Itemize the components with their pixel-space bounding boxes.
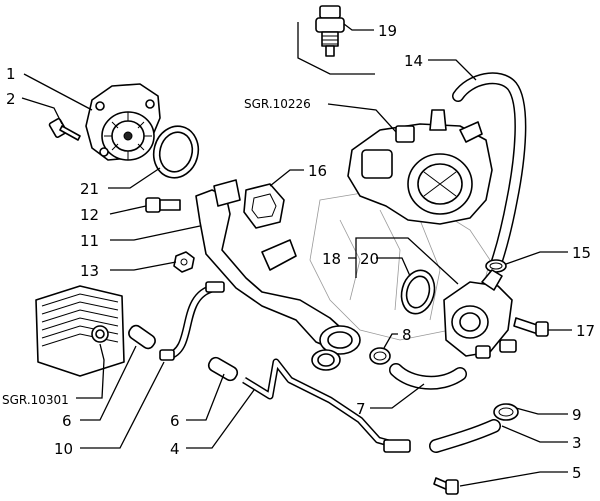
label-part-1: 1 — [6, 65, 16, 83]
label-part-5: 5 — [572, 464, 582, 482]
label-part-2: 2 — [6, 90, 16, 108]
hose-part-3 — [429, 419, 501, 453]
label-part-19: 19 — [378, 22, 397, 40]
label-part-11: 11 — [80, 232, 99, 250]
label-part-4: 4 — [170, 440, 180, 458]
label-part-3: 3 — [572, 434, 582, 452]
ref-sgr-10226: SGR.10226 — [244, 97, 311, 111]
label-part-12: 12 — [80, 206, 99, 224]
thermostat-housing-part-18 — [443, 269, 517, 359]
coolant-pipe-part-4 — [242, 358, 411, 453]
pump-gasket-part-21 — [152, 125, 200, 179]
label-part-14: 14 — [404, 52, 423, 70]
label-part-9: 9 — [572, 406, 582, 424]
label-part-18: 18 — [322, 250, 341, 268]
sleeve-part-6-left — [128, 324, 156, 350]
hose-clamp-part-8 — [369, 347, 391, 365]
hose-part-7 — [389, 363, 467, 390]
label-part-17: 17 — [576, 322, 595, 340]
leader-lines — [21, 23, 572, 487]
callout-labels: 1 2 21 12 11 13 16 19 14 SGR.10226 15 18… — [2, 22, 595, 482]
label-part-21: 21 — [80, 180, 99, 198]
bolt-part-17 — [513, 317, 549, 337]
o-ring-part-20 — [400, 269, 436, 315]
sleeve-part-6-right — [207, 356, 239, 382]
label-part-7: 7 — [356, 400, 366, 418]
gasket-part-16 — [243, 183, 285, 229]
hose-clamp-part-15 — [485, 259, 507, 273]
coolant-hose-part-14 — [452, 72, 527, 270]
ref-sgr-10301: SGR.10301 — [2, 393, 69, 407]
bolt-part-2 — [48, 118, 81, 141]
throttle-body-assembly — [347, 109, 493, 225]
bolt-part-12 — [145, 197, 181, 213]
nut-part-13 — [173, 251, 195, 273]
coolant-pipe-part-11 — [195, 179, 361, 371]
oil-cooler-assembly — [35, 285, 125, 377]
label-part-10: 10 — [54, 440, 73, 458]
temperature-sensor-part-19 — [315, 5, 345, 57]
label-part-8: 8 — [402, 326, 412, 344]
hose-clamp-part-9 — [493, 403, 519, 421]
label-part-16: 16 — [308, 162, 327, 180]
label-part-15: 15 — [572, 244, 591, 262]
label-part-20: 20 — [360, 250, 379, 268]
label-part-6-right: 6 — [170, 412, 180, 430]
bolt-part-5 — [433, 477, 459, 495]
label-part-13: 13 — [80, 262, 99, 280]
label-part-6-left: 6 — [62, 412, 72, 430]
water-pump-part-1 — [85, 83, 161, 161]
coolant-pipe-part-10 — [159, 281, 225, 361]
